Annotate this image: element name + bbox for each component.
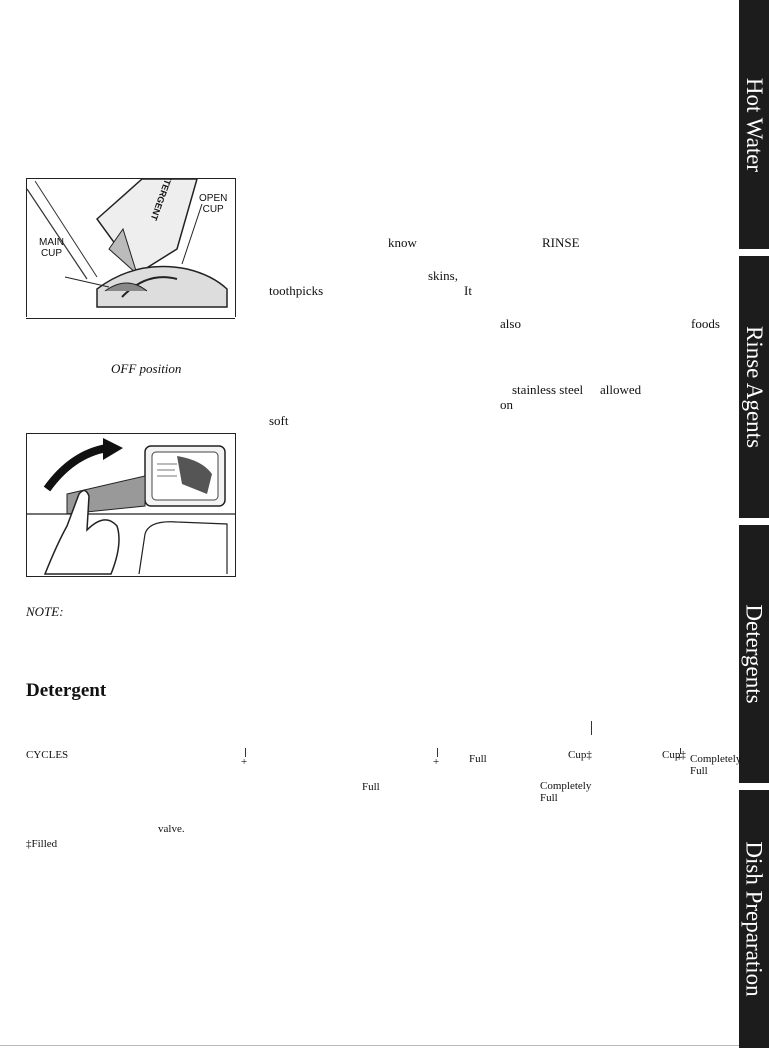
tick-col4 [680,748,681,754]
figure1-bottom-rule [26,318,235,319]
cup-header-1: Cup‡ [568,749,592,761]
completely-col4: Completely [690,753,742,765]
tab-hot-water-label: Hot Water [742,77,768,172]
word-know: know [388,235,417,250]
filled-footnote: ‡Filled [26,838,58,850]
main-cup-label-line1: MAIN [39,237,64,248]
word-it: It [464,283,472,298]
tab-detergents-label: Detergents [742,604,767,704]
detergent-heading: Detergent [26,680,107,701]
open-cup-figure [26,433,236,577]
full-col4: Full [690,765,708,777]
tab-rinse-agents[interactable]: Rinse Agents [739,256,769,518]
open-cup-label-line2: CUP [202,204,224,215]
main-cup-label-line2: CUP [40,248,63,259]
word-toothpicks: toothpicks [269,283,324,298]
detergent-cups-figure: OPEN CUP MAIN CUP DETERGENT [26,178,236,317]
tab-hot-water[interactable]: Hot Water [739,0,769,249]
word-rinse: RINSE [542,235,580,250]
tab-rinse-agents-label: Rinse Agents [742,325,767,449]
word-foods: foods [691,316,720,331]
word-allowed: allowed [600,382,642,397]
word-on: on [500,397,513,412]
open-cup-label: OPEN CUP [199,193,227,215]
plus-col1: + [241,756,248,768]
note-label: NOTE: [26,604,64,619]
tab-dish-preparation-label: Dish Preparation [742,841,767,997]
detergent-cups-illustration [27,179,228,308]
completely-col3: Completely [540,780,592,792]
cup-header-2: Cup‡ [662,749,686,761]
full-col2-row2: Full [362,781,380,793]
tab-detergents[interactable]: Detergents [739,525,769,783]
word-soft: soft [269,413,289,428]
plus-col2: + [433,756,440,768]
off-position-text: OFF position [111,361,182,376]
page-bottom-rule [0,1045,739,1046]
full-col3: Full [540,792,558,804]
table-col-divider-top [591,721,592,735]
tick-col2 [437,748,438,757]
open-cup-label-line1: OPEN [199,193,228,204]
main-cup-label: MAIN CUP [39,237,64,259]
open-cup-illustration [27,438,235,575]
word-stainless-steel: stainless steel [512,382,584,397]
word-skins: skins, [428,268,458,283]
valve-text: valve. [158,823,185,835]
word-also: also [500,316,521,331]
tab-dish-preparation[interactable]: Dish Preparation [739,790,769,1048]
cycles-header: CYCLES [26,749,69,761]
full-col2-row1: Full [469,753,487,765]
tick-col1 [245,748,246,757]
plus-col4: + [676,752,683,764]
